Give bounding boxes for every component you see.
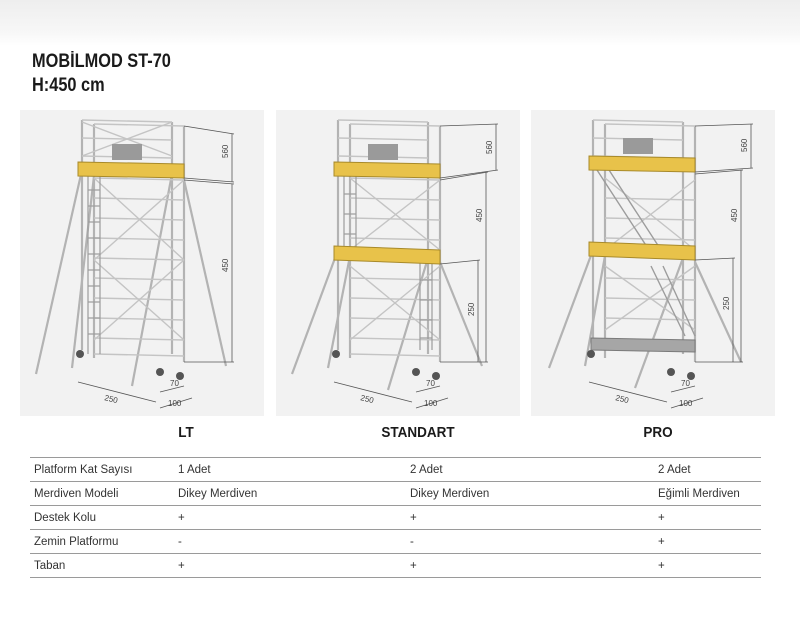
- cell-standart: Dikey Merdiven: [406, 481, 654, 506]
- dim-depth-inner-lt: 70: [170, 379, 179, 388]
- dim-depth-outer-lt: 100: [168, 399, 182, 408]
- cell-standart: -: [406, 529, 654, 554]
- table-row: Zemin Platformu - - +: [30, 529, 761, 554]
- dim-top-lt: 560: [221, 144, 230, 158]
- scaffold-drawing-pro: 560 450 250 250 70 100: [547, 119, 754, 409]
- dim-depth-inner-standart: 70: [426, 379, 435, 388]
- scaffold-drawing-lt: 560 450 250 70 100: [34, 119, 235, 409]
- dim-depth-inner-pro: 70: [681, 379, 690, 388]
- dim-width-lt: 250: [104, 393, 120, 405]
- scaffold-image-lt: 560 450 250 70 100: [20, 110, 264, 416]
- table-row: Platform Kat Sayısı 1 Adet 2 Adet 2 Adet: [30, 457, 761, 482]
- table-row: Taban + + +: [30, 553, 761, 578]
- spec-table: Platform Kat Sayısı 1 Adet 2 Adet 2 Adet…: [30, 457, 761, 578]
- row-label: Zemin Platformu: [30, 529, 174, 554]
- cell-pro: +: [654, 505, 761, 530]
- model-name: MOBİLMOD ST-70: [32, 51, 171, 72]
- scaffold-drawing-standart: 560 450 250 250 70 100: [290, 119, 499, 409]
- cell-pro: +: [654, 553, 761, 578]
- table-row: Destek Kolu + + +: [30, 505, 761, 530]
- scaffold-image-standart: 560 450 250 250 70 100: [276, 110, 520, 416]
- cell-lt: -: [174, 529, 406, 554]
- dim-width-pro: 250: [615, 393, 631, 405]
- row-label: Destek Kolu: [30, 505, 174, 530]
- dim-depth-outer-pro: 100: [679, 399, 693, 408]
- cell-standart: +: [406, 505, 654, 530]
- dim-depth-outer-standart: 100: [424, 399, 438, 408]
- page-title: MOBİLMOD ST-70 H:450 cm: [32, 50, 171, 98]
- scaffold-image-pro: 560 450 250 250 70 100: [531, 110, 775, 416]
- dim-height-standart: 450: [475, 208, 484, 222]
- cell-lt: +: [174, 553, 406, 578]
- dim-top-pro: 560: [740, 138, 749, 152]
- header-shadow: [0, 0, 800, 46]
- model-height: H:450 cm: [32, 75, 105, 96]
- dim-width-standart: 250: [360, 393, 376, 405]
- row-label: Merdiven Modeli: [30, 481, 174, 506]
- dim-mid-standart: 250: [467, 302, 476, 316]
- dim-top-standart: 560: [485, 140, 494, 154]
- cell-pro: 2 Adet: [654, 457, 761, 482]
- cell-lt: +: [174, 505, 406, 530]
- variant-label-standart: STANDART: [381, 424, 455, 441]
- cell-standart: 2 Adet: [406, 457, 654, 482]
- cell-lt: 1 Adet: [174, 457, 406, 482]
- row-label: Taban: [30, 553, 174, 578]
- variant-label-pro: PRO: [643, 424, 673, 441]
- variant-label-lt: LT: [178, 424, 194, 441]
- cell-pro: +: [654, 529, 761, 554]
- cell-pro: Eğimli Merdiven: [654, 481, 761, 506]
- table-row: Merdiven Modeli Dikey Merdiven Dikey Mer…: [30, 481, 761, 506]
- cell-lt: Dikey Merdiven: [174, 481, 406, 506]
- dim-mid-pro: 250: [722, 296, 731, 310]
- row-label: Platform Kat Sayısı: [30, 457, 174, 482]
- cell-standart: +: [406, 553, 654, 578]
- dim-height-lt: 450: [221, 258, 230, 272]
- dim-height-pro: 450: [730, 208, 739, 222]
